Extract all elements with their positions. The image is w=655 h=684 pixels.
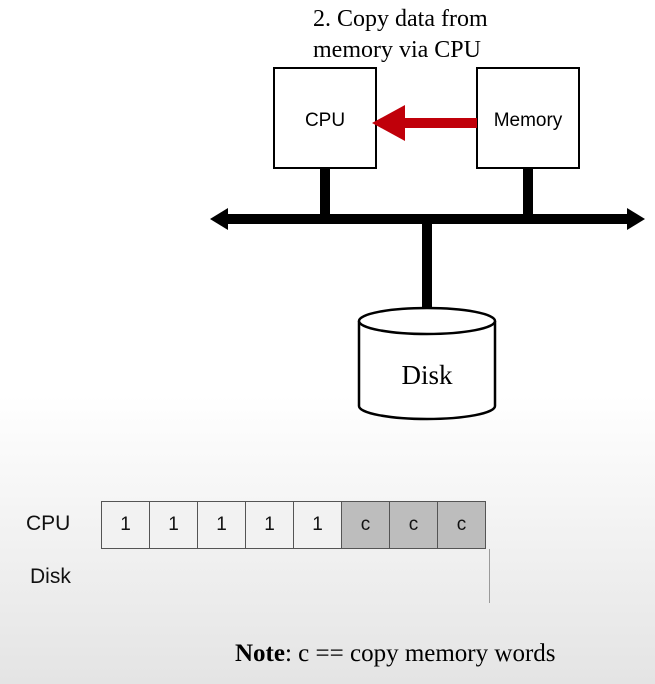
disk-bus-connector (422, 222, 432, 310)
disk-label: Disk (401, 360, 453, 390)
timeline-cell: c (437, 501, 486, 549)
disk-top (357, 306, 497, 336)
cpu-box (273, 67, 377, 169)
timeline-cell: 1 (197, 501, 246, 549)
timeline-cell: c (389, 501, 438, 549)
note: Note: c == copy memory words (235, 640, 556, 668)
system-diagram: CPU Memory Disk (210, 67, 645, 421)
note-text: : c == copy memory words (284, 640, 556, 667)
timeline-cell: 1 (245, 501, 294, 549)
copy-arrow-head (372, 105, 405, 141)
bus-right-arrowhead (627, 208, 645, 230)
bus-left-arrowhead (210, 208, 228, 230)
system-bus (225, 214, 630, 224)
note-prefix: Note (235, 640, 285, 667)
timeline-cell: 1 (101, 501, 150, 549)
memory-box (476, 67, 580, 169)
disk-cylinder (357, 321, 497, 421)
timeline-cell: 1 (149, 501, 198, 549)
cpu-bus-connector (320, 168, 330, 216)
step-caption-line1: 2. Copy data from (313, 6, 488, 32)
memory-box-label: Memory (494, 110, 563, 131)
step-caption: 2. Copy data from memory via CPU (313, 4, 553, 66)
timeline-row-label-cpu: CPU (26, 512, 71, 535)
timeline-cell: c (341, 501, 390, 549)
cpu-timeline: 1 1 1 1 1 c c c (101, 501, 486, 549)
timeline-cell: 1 (293, 501, 342, 549)
timeline-end-marker (489, 549, 490, 603)
memory-bus-connector (523, 168, 533, 216)
step-caption-line2: memory via CPU (313, 37, 481, 63)
timeline-row-label-disk: Disk (30, 565, 71, 588)
cpu-box-label: CPU (305, 110, 345, 131)
